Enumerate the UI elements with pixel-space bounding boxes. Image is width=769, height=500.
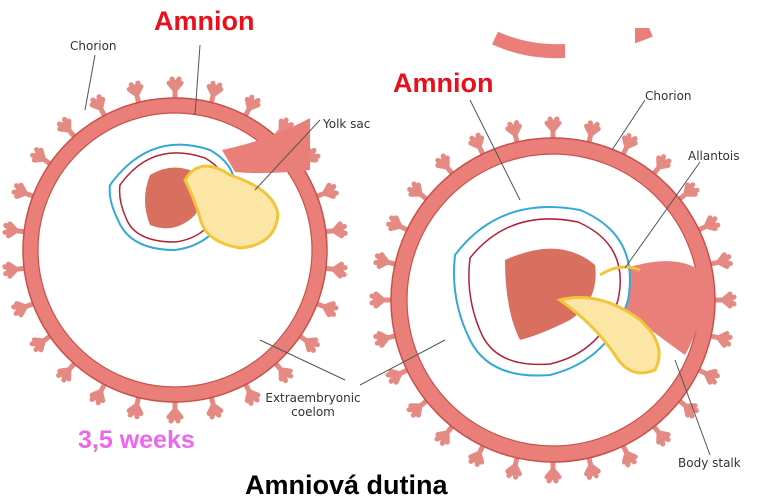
extraembryonic-coelom-label: Extraembryonic coelom <box>248 392 378 420</box>
caption: Amniová dutina <box>245 472 448 499</box>
villus <box>547 119 559 140</box>
left-embryo <box>5 79 346 421</box>
right-embryo <box>372 119 734 481</box>
villus <box>372 294 393 306</box>
body-stalk-label: Body stalk <box>678 457 741 471</box>
yolk-sac-label: Yolk sac <box>323 118 370 132</box>
villus <box>169 400 181 421</box>
cropped-chorion-top <box>490 0 680 70</box>
villus <box>547 460 559 481</box>
extraembryonic-line1: Extraembryonic <box>248 392 378 406</box>
extraembryonic-line2: coelom <box>248 406 378 420</box>
weeks-label: 3,5 weeks <box>78 428 195 453</box>
villus <box>169 79 181 100</box>
chorion-label-left: Chorion <box>70 40 117 54</box>
villus <box>713 294 734 306</box>
amnion-label-top: Amnion <box>154 8 255 35</box>
allantois-label: Allantois <box>688 150 739 164</box>
chorion-label-right: Chorion <box>645 90 692 104</box>
amnion-label-right: Amnion <box>393 70 494 97</box>
